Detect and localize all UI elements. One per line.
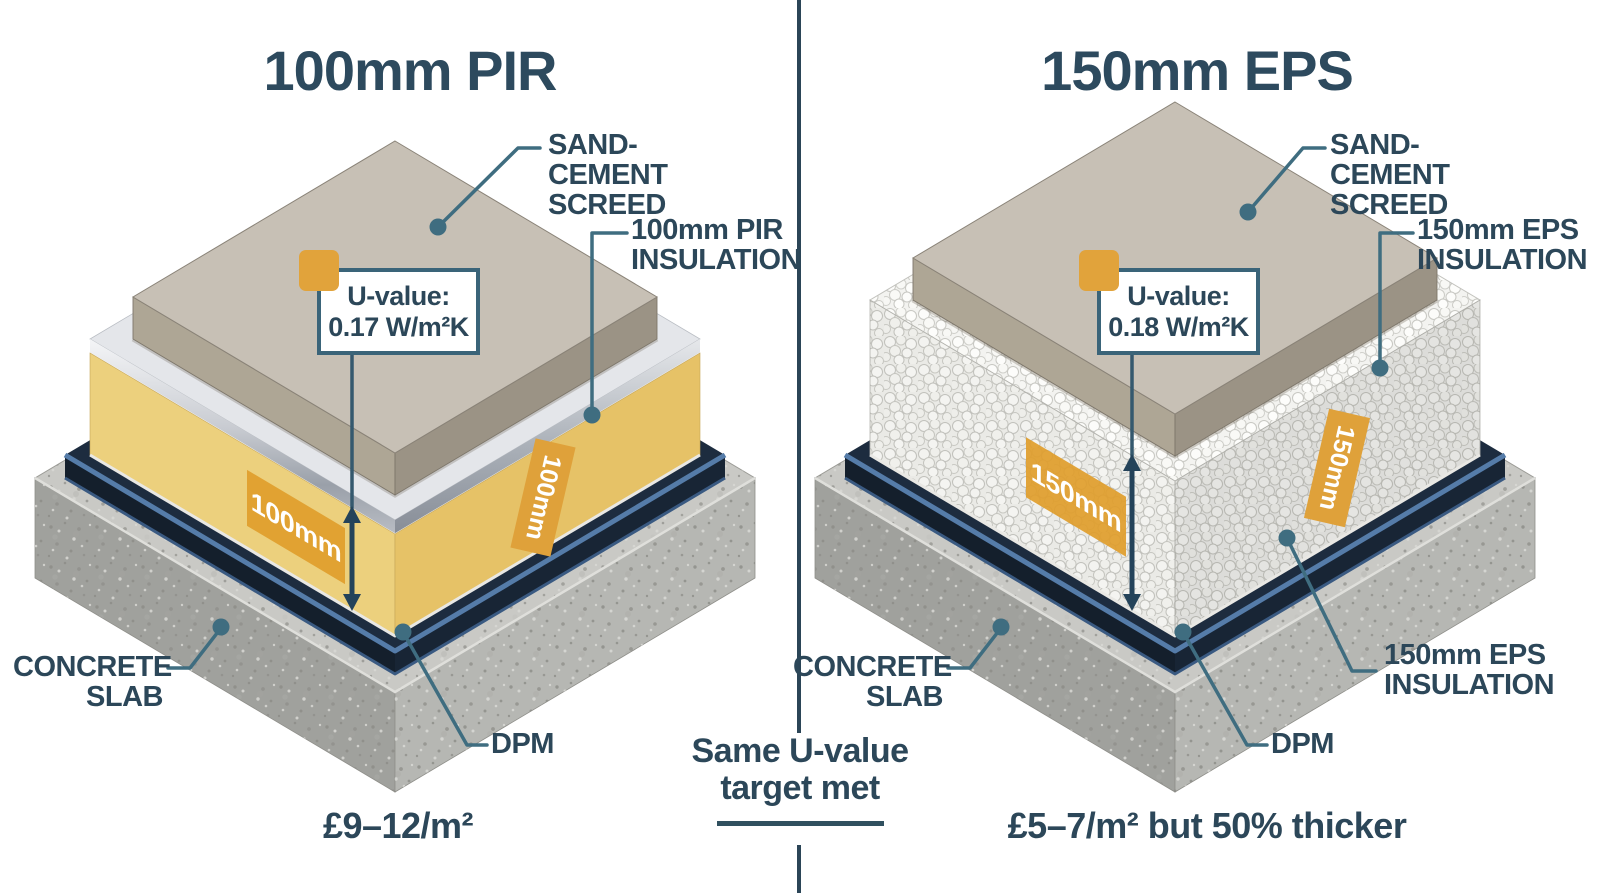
left-title: 100mm PIR [263, 39, 558, 102]
right-uvalue-box: U-value: 0.18 W/m²K [1097, 268, 1260, 355]
right-orange-marker-icon [1079, 250, 1119, 291]
right-screed-label: SAND-CEMENT SCREED [1330, 129, 1450, 221]
right-insulation-dot [1371, 359, 1389, 377]
right-concrete-label: CONCRETE SLAB [793, 651, 952, 713]
left-orange-marker-icon [299, 250, 339, 291]
left-insulation-dot [583, 406, 601, 424]
center-note-line2: target met [720, 769, 880, 807]
center-divider-bottom [797, 845, 801, 893]
left-uvalue-value: 0.17 W/m²K [328, 311, 469, 342]
right-concrete-dot [992, 618, 1010, 636]
left-uvalue-label: U-value: [347, 280, 450, 311]
left-uvalue-box: U-value: 0.17 W/m²K [317, 268, 480, 355]
right-insulation-label: 150mm EPS INSULATION [1417, 214, 1588, 276]
center-note-line1: Same U-value [691, 732, 910, 770]
left-screed-dot [429, 218, 447, 236]
right-insulation-lower-dot [1278, 529, 1296, 547]
center-note-underline [717, 821, 884, 826]
right-uvalue-value: 0.18 W/m²K [1108, 311, 1249, 342]
right-screed-dot [1239, 203, 1257, 221]
right-leader-lines [946, 146, 1415, 747]
left-insulation-label: 100mm PIR INSULATION [631, 214, 802, 276]
right-dimension-arrow [1123, 454, 1141, 611]
right-insulation-label-lower: 150mm EPS INSULATION [1384, 639, 1555, 701]
left-screed-label: SAND-CEMENT SCREED [548, 129, 668, 221]
right-uvalue-label: U-value: [1127, 280, 1230, 311]
right-price: £5–7/m² but 50% thicker [1007, 805, 1407, 846]
center-divider-top [797, 0, 801, 733]
right-dpm-label: DPM [1271, 728, 1334, 760]
right-leader-dots [992, 203, 1389, 641]
right-diagram-graphic [814, 101, 1536, 793]
left-dpm-label: DPM [491, 728, 554, 760]
left-concrete-label: CONCRETE SLAB [13, 651, 172, 713]
left-leader-dots [212, 218, 601, 641]
right-dpm-dot [1174, 623, 1192, 641]
right-screed-layer [912, 101, 1438, 457]
right-title: 150mm EPS [1041, 39, 1354, 102]
left-concrete-dot [212, 618, 230, 636]
left-dimension-arrow [343, 506, 361, 611]
left-diagram-graphic [34, 140, 756, 793]
left-dpm-dot [394, 623, 412, 641]
left-price: £9–12/m² [322, 805, 474, 846]
center-note: Same U-value target met [690, 733, 910, 807]
left-leader-lines [166, 146, 629, 747]
